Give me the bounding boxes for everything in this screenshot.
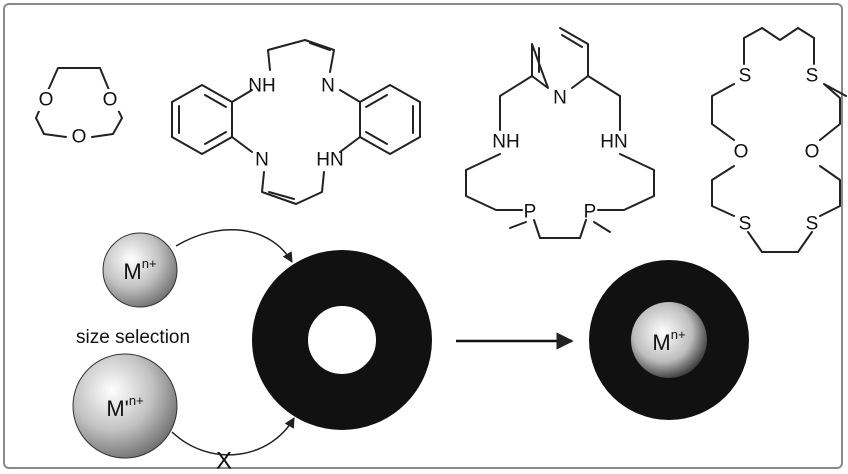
rejected-path-arrow xyxy=(171,417,295,456)
small-metal-ion-sphere xyxy=(102,232,178,308)
macrocycle-hn-right: HN xyxy=(600,132,627,153)
large-metal-ion-sphere xyxy=(72,353,178,459)
thia-sulfur-bottom-left: S xyxy=(739,214,752,235)
crown-oxygen-right: O xyxy=(103,90,118,111)
phosphorus-right: P xyxy=(584,202,597,223)
large-metal-ion-label: M'n+ xyxy=(106,393,143,421)
pyridine-macrocycle-molecule: N NH HN P P xyxy=(465,27,655,239)
thia-sulfur-top-left: S xyxy=(739,66,752,87)
bound-metal-ion-label: Mn+ xyxy=(652,327,685,355)
macrocycle-nh-left: NH xyxy=(492,132,519,153)
crown-oxygen-left: O xyxy=(39,90,54,111)
crown-oxygen-bottom: O xyxy=(72,127,87,148)
thia-sulfur-bottom-right: S xyxy=(806,214,819,235)
phosphorus-left: P xyxy=(524,202,537,223)
pyridine-nitrogen: N xyxy=(553,88,567,109)
accepted-path-arrow xyxy=(175,229,293,263)
macrocycle-nh-top: NH xyxy=(248,76,275,97)
thia-oxygen-right: O xyxy=(805,142,820,163)
bound-metal-ion-sphere xyxy=(631,302,707,378)
tetraaza-macrocycle-molecule: NH N N HN xyxy=(171,39,421,205)
small-metal-ion-label: Mn+ xyxy=(123,256,156,284)
macrocycle-n-top: N xyxy=(321,76,335,97)
size-selection-label: size selection xyxy=(76,327,190,348)
crown-ether-molecule: O O O xyxy=(35,67,123,148)
macrocycle-n-bottom: N xyxy=(255,150,269,171)
thia-sulfur-top-right: S xyxy=(806,66,819,87)
thia-oxygen-left: O xyxy=(734,142,749,163)
thia-crown-molecule: S S O O S S xyxy=(711,27,847,253)
empty-host-ring xyxy=(252,250,432,430)
macrocycle-hn-bottom: HN xyxy=(316,150,343,171)
blocked-cross-mark: X xyxy=(216,448,232,474)
size-selection-scheme: Mn+ size selection M'n+ X Mn+ xyxy=(72,229,749,474)
